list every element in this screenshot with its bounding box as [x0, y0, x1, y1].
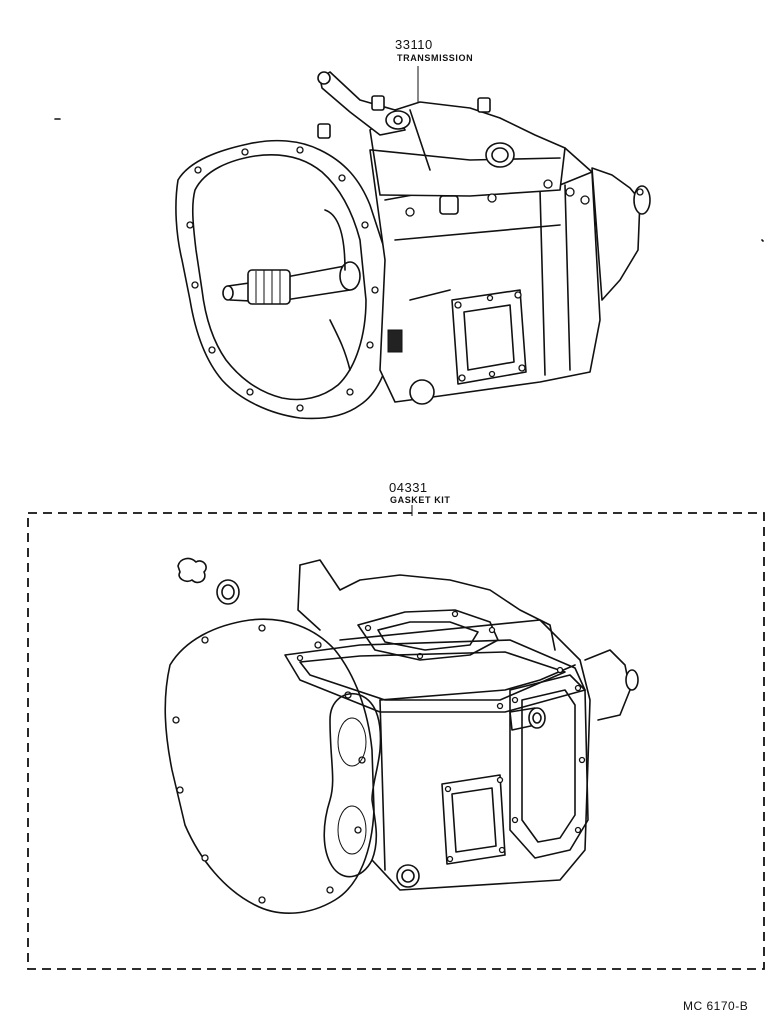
main-case	[369, 147, 601, 403]
inspection-cover-gasket	[441, 774, 506, 865]
case-bolts	[405, 179, 590, 217]
inspection-cover	[451, 289, 527, 385]
figure-code: MC 6170-B	[683, 999, 749, 1013]
part-number-gasket-kit: 04331	[389, 480, 428, 495]
oil-seal-front	[216, 579, 240, 605]
id-plate	[387, 329, 403, 353]
extension-housing	[591, 167, 641, 301]
case-ghost	[339, 619, 591, 891]
retainer-gasket	[323, 693, 382, 878]
part-number-transmission: 33110	[395, 37, 433, 52]
small-gasket	[177, 557, 207, 584]
speedometer-seal	[509, 707, 546, 731]
gasket-kit-illustration	[27, 505, 765, 970]
rear-output-ghost	[584, 649, 631, 721]
drain-plug-gasket	[396, 864, 420, 888]
part-name-transmission: TRANSMISSION	[397, 53, 474, 63]
input-shaft	[222, 261, 361, 305]
bell-housing-bolts	[186, 146, 379, 412]
drain-plug	[409, 379, 435, 405]
bell-housing-gasket	[164, 618, 375, 914]
part-name-gasket-kit: GASKET KIT	[390, 495, 451, 505]
extension-gasket	[509, 674, 589, 859]
shift-tower	[317, 71, 566, 215]
transmission-illustration	[54, 66, 651, 420]
gasket-kit-boundary	[27, 512, 765, 970]
case-cover-gasket	[284, 639, 586, 713]
